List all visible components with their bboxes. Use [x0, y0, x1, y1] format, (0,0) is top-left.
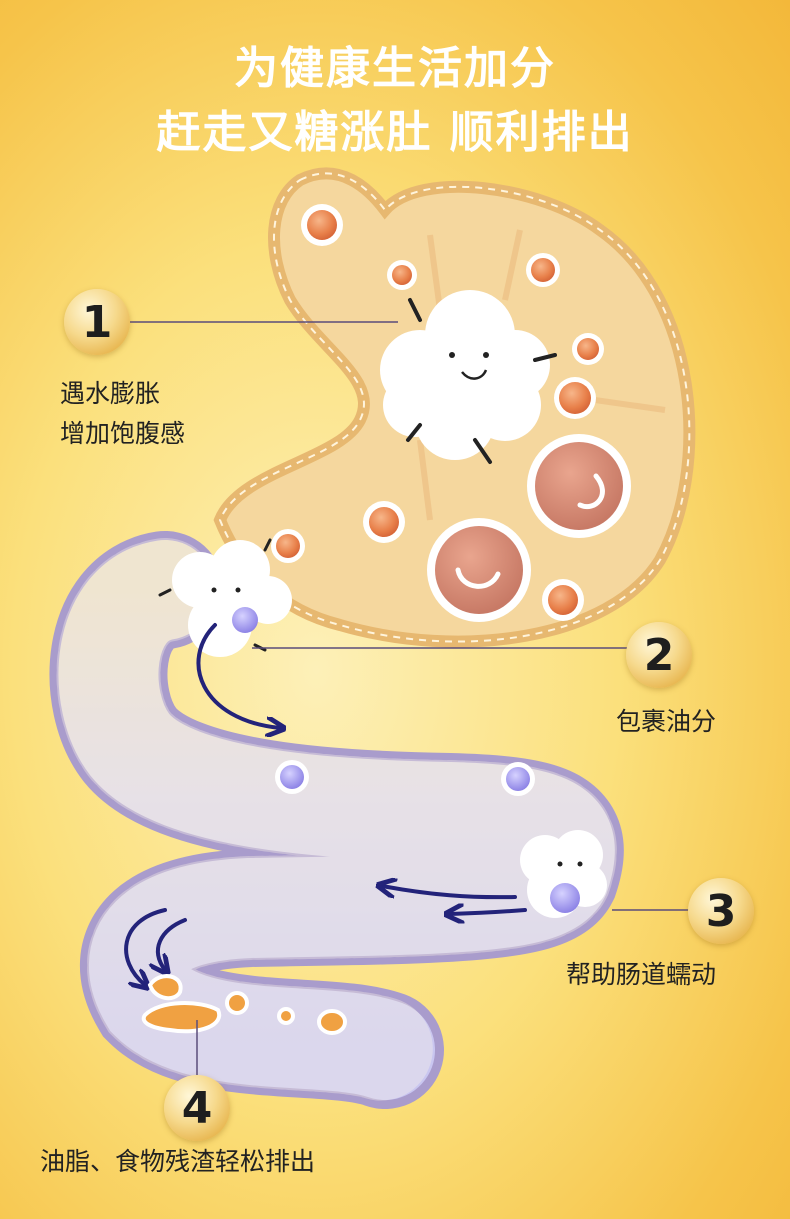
step-1-badge: 1	[64, 289, 130, 355]
fiber-character-large	[380, 290, 557, 464]
step-2-label: 包裹油分	[616, 702, 716, 742]
fat-droplets-stomach	[271, 204, 631, 622]
waste-particles	[141, 974, 347, 1035]
step-3-badge: 3	[688, 878, 754, 944]
leader-lines	[130, 321, 690, 1080]
step-4-badge: 4	[164, 1075, 230, 1141]
step-4-label: 油脂、食物残渣轻松排出	[40, 1142, 315, 1182]
step-2-line-1: 包裹油分	[616, 707, 717, 736]
step-3-line-1: 帮助肠道蠕动	[566, 960, 717, 989]
movement-arrows	[124, 623, 527, 985]
step-1-label: 遇水膨胀 增加饱腹感	[60, 374, 185, 454]
fiber-character-small-lower	[520, 830, 607, 918]
step-1-line-2: 增加饱腹感	[60, 419, 186, 448]
fiber-character-small-upper	[158, 538, 292, 657]
step-2-badge: 2	[626, 622, 692, 688]
step-3-label: 帮助肠道蠕动	[566, 955, 716, 995]
step-4-line-1: 油脂、食物残渣轻松排出	[40, 1147, 316, 1176]
step-1-line-1: 遇水膨胀	[60, 379, 161, 408]
headline-line-1: 为健康生活加分	[234, 43, 556, 94]
headline-line-2: 赶走又糖涨肚 顺利排出	[156, 107, 634, 158]
fiber-bubbles	[275, 760, 535, 796]
